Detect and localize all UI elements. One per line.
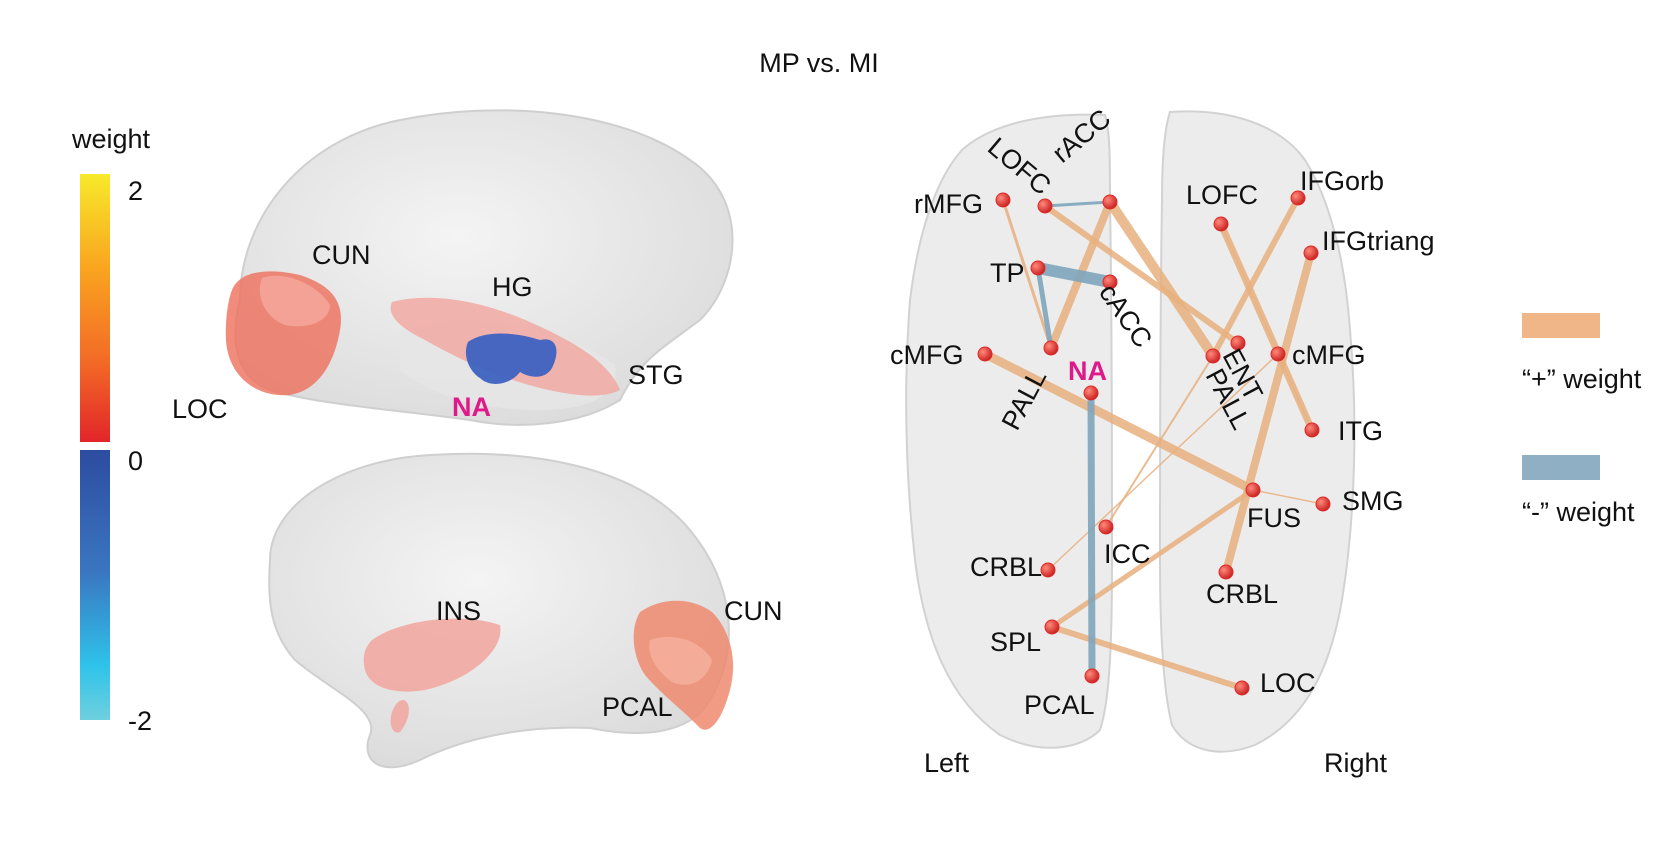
label-smg: SMG xyxy=(1342,486,1404,516)
edge-cmfg-r-crbl-l xyxy=(1047,353,1279,571)
label-ins: INS xyxy=(436,596,481,626)
colorbar-tick-max: 2 xyxy=(128,176,143,206)
label-na-lateral: NA xyxy=(452,392,491,422)
node-icc xyxy=(1098,519,1114,535)
label-lofc-right: LOFC xyxy=(1186,180,1258,210)
legend-negative-label: “-” weight xyxy=(1522,497,1635,527)
label-icc: ICC xyxy=(1104,539,1151,569)
label-spl: SPL xyxy=(990,627,1041,657)
figure-title: MP vs. MI xyxy=(759,48,879,78)
node-ifgtriang xyxy=(1303,245,1319,261)
label-cmfg-left: cMFG xyxy=(890,340,964,370)
label-na-axial: NA xyxy=(1068,356,1107,386)
edge-tp-pall-l xyxy=(1035,265,1054,351)
connection-nodes xyxy=(977,190,1331,696)
label-pcal-medial: PCAL xyxy=(602,692,673,722)
label-cun-lateral: CUN xyxy=(312,240,371,270)
colorbar-tick-zero: 0 xyxy=(128,446,143,476)
node-cmfg-r xyxy=(1270,346,1286,362)
edge-lofc-l-ent xyxy=(1042,203,1241,346)
label-ifgorb: IFGorb xyxy=(1300,166,1384,196)
node-pcal xyxy=(1084,668,1100,684)
edge-spl-loc xyxy=(1049,624,1245,691)
label-loc-axial: LOC xyxy=(1260,668,1316,698)
node-cmfg-l xyxy=(977,346,993,362)
label-stg: STG xyxy=(628,360,684,390)
legend-negative-swatch xyxy=(1522,455,1600,480)
edge-ifgorb-pall-r xyxy=(1210,195,1301,359)
node-smg xyxy=(1315,496,1331,512)
label-ifgtriang: IFGtriang xyxy=(1322,226,1435,256)
edge-cmfg-l-fus xyxy=(980,349,1258,495)
node-pall-r xyxy=(1205,348,1221,364)
colorbar: weight 2 0 -2 xyxy=(71,124,152,736)
node-ent xyxy=(1230,335,1246,351)
node-cacc xyxy=(1102,274,1118,290)
node-crbl-l xyxy=(1040,562,1056,578)
region-ins-extension xyxy=(390,700,409,733)
node-lofc-l xyxy=(1037,198,1053,214)
node-racc xyxy=(1102,194,1118,210)
node-fus xyxy=(1245,482,1261,498)
region-ins xyxy=(363,618,501,692)
colorbar-positive xyxy=(80,174,110,442)
legend-positive-label: “+” weight xyxy=(1522,364,1642,394)
edge-racc-pall-r xyxy=(1105,197,1218,361)
edge-lofc-r-itg xyxy=(1220,223,1313,431)
label-pcal-axial: PCAL xyxy=(1024,690,1095,720)
region-na-lateral xyxy=(465,333,557,384)
colorbar-negative xyxy=(80,450,110,720)
node-tp xyxy=(1030,260,1046,276)
edge-spl-fus xyxy=(1049,487,1256,630)
edge-lofc-l-racc xyxy=(1043,200,1112,208)
node-lofc-r xyxy=(1213,216,1229,232)
node-pall-l xyxy=(1043,340,1059,356)
region-cun-lateral xyxy=(259,275,330,327)
colorbar-tick-min: -2 xyxy=(128,706,152,736)
label-tp: TP xyxy=(990,258,1025,288)
label-hg: HG xyxy=(492,272,533,302)
medial-brain-view: INS CUN PCAL xyxy=(268,452,783,769)
legend-positive-swatch xyxy=(1522,313,1600,338)
edge-fus-smg xyxy=(1252,489,1324,505)
label-loc-lateral: LOC xyxy=(172,394,228,424)
region-pcal xyxy=(649,636,712,685)
label-rmfg: rMFG xyxy=(914,189,983,219)
colorbar-title: weight xyxy=(71,124,151,154)
edge-ifgtriang-crbl-r xyxy=(1222,249,1315,576)
axial-connectivity-view: rMFG LOFC rACC TP cACC cMFG NA PALL CRBL… xyxy=(890,103,1435,778)
node-na xyxy=(1083,385,1099,401)
edge-legend: “+” weight “-” weight xyxy=(1522,313,1642,527)
medial-brain-surface xyxy=(268,452,730,769)
lateral-brain-surface xyxy=(234,109,734,426)
node-crbl-r xyxy=(1218,564,1234,580)
label-cmfg-right: cMFG xyxy=(1292,340,1366,370)
edge-rmfg-pall-l xyxy=(1001,198,1053,350)
hemisphere-right-label: Right xyxy=(1324,748,1388,778)
edge-tp-cacc xyxy=(1032,262,1116,288)
node-rmfg xyxy=(995,192,1011,208)
label-crbl-right: CRBL xyxy=(1206,579,1278,609)
node-spl xyxy=(1044,619,1060,635)
hemisphere-left-label: Left xyxy=(924,748,970,778)
lateral-brain-view: CUN HG STG LOC NA xyxy=(172,109,734,426)
node-loc xyxy=(1234,680,1250,696)
node-ifgorb xyxy=(1290,190,1306,206)
label-cun-medial: CUN xyxy=(724,596,783,626)
label-crbl-left: CRBL xyxy=(970,552,1042,582)
label-fus: FUS xyxy=(1247,503,1301,533)
connection-edges xyxy=(980,195,1324,691)
label-itg: ITG xyxy=(1338,416,1383,446)
edge-na-pcal xyxy=(1087,389,1096,680)
node-itg xyxy=(1304,422,1320,438)
